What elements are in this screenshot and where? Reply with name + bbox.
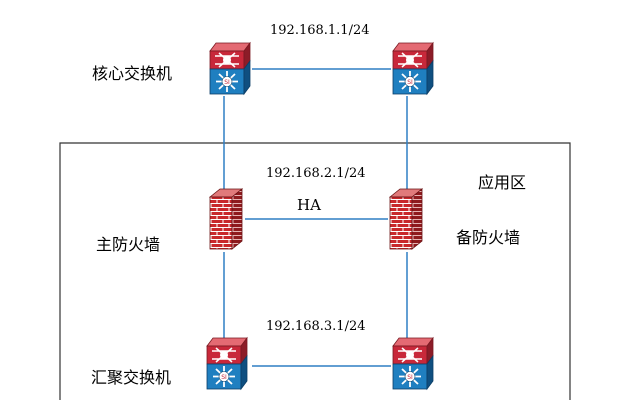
app-zone-label: 应用区: [478, 173, 527, 192]
firewall-icon: [389, 188, 423, 250]
multilayer-switch-icon: [206, 337, 248, 390]
aggregation-switch-label: 汇聚交换机: [91, 368, 172, 387]
aggregation-subnet-label: 192.168.3.1/24: [266, 319, 366, 334]
firewall-icon: [209, 188, 243, 250]
core-switch-label: 核心交换机: [92, 64, 173, 83]
application-zone-box: [59, 142, 571, 400]
multilayer-switch-icon: [392, 42, 434, 95]
ha-label: HA: [297, 196, 321, 214]
backup-firewall-label: 备防火墙: [456, 228, 521, 247]
network-links: [223, 68, 408, 367]
firewall-subnet-label: 192.168.2.1/24: [266, 166, 366, 181]
multilayer-switch-icon: [392, 337, 434, 390]
multilayer-switch-icon: [209, 42, 251, 95]
core-subnet-label: 192.168.1.1/24: [270, 23, 370, 38]
primary-firewall-label: 主防火墙: [96, 235, 161, 254]
